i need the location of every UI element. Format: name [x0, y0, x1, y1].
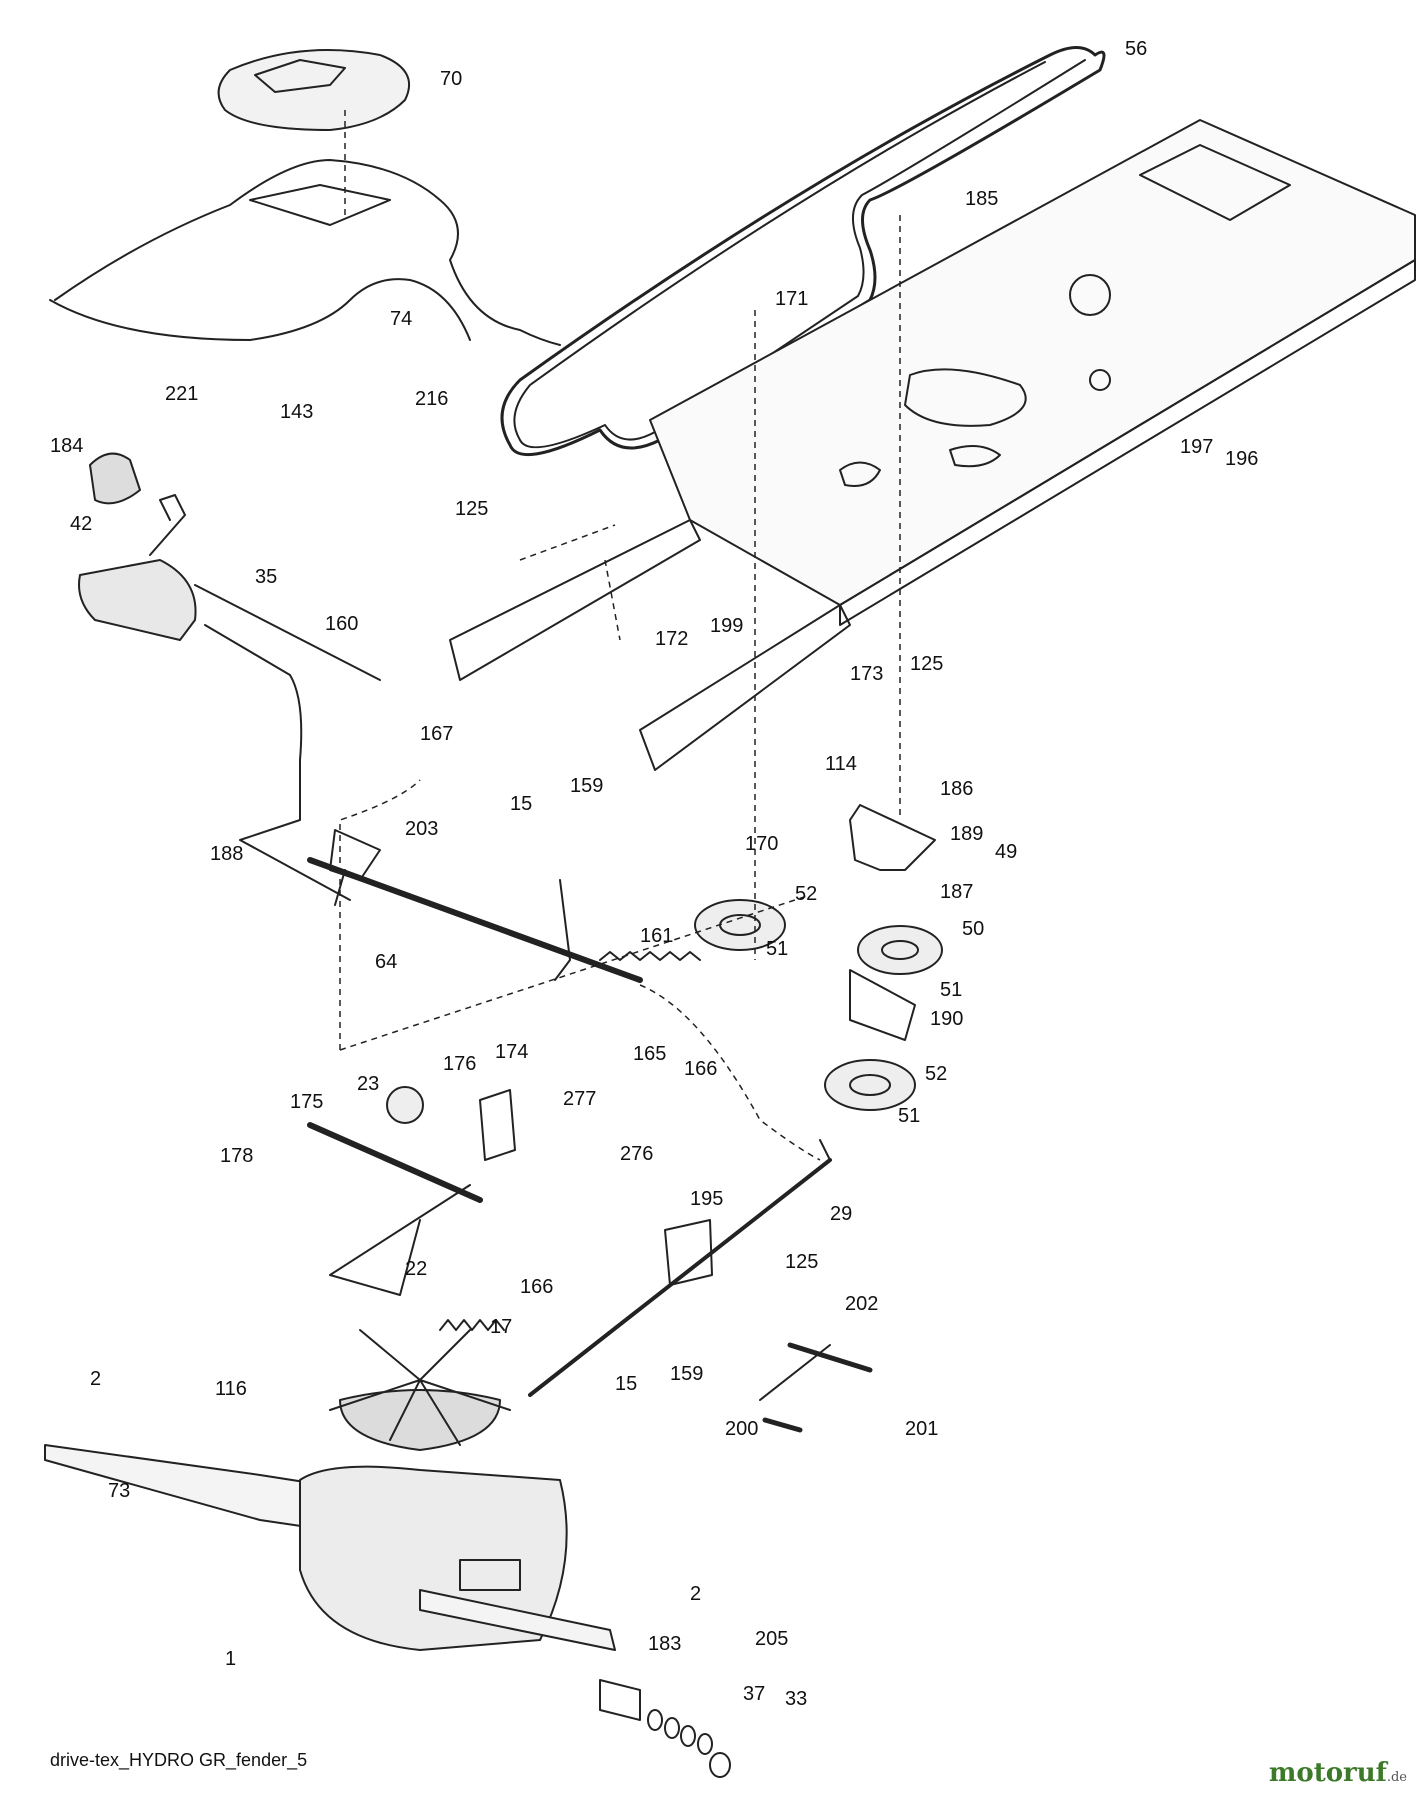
part-label-197: 197	[1180, 436, 1213, 458]
part-label-64: 64	[375, 951, 397, 973]
idler-pulley-50	[857, 925, 943, 975]
watermark-brand: motoruf	[1268, 1758, 1387, 1788]
watermark-tld: .de	[1386, 1770, 1407, 1785]
part-label-125c: 125	[785, 1251, 818, 1273]
part-label-196: 196	[1225, 448, 1258, 470]
part-label-176: 176	[443, 1053, 476, 1075]
part-label-116: 116	[215, 1378, 247, 1400]
bracket-195	[664, 1219, 713, 1286]
part-label-73: 73	[108, 1480, 130, 1502]
part-label-51a: 51	[766, 938, 788, 960]
part-label-70: 70	[440, 68, 462, 90]
part-label-183: 183	[648, 1633, 681, 1655]
part-label-160: 160	[325, 613, 358, 635]
part-label-189: 189	[950, 823, 983, 845]
idler-bracket	[849, 804, 936, 1041]
part-label-277: 277	[563, 1088, 596, 1110]
part-label-42: 42	[70, 513, 92, 535]
part-label-202: 202	[845, 1293, 878, 1315]
part-label-50: 50	[962, 918, 984, 940]
part-label-187: 187	[940, 881, 973, 903]
part-label-200: 200	[725, 1418, 758, 1440]
brake-pedal	[78, 452, 381, 901]
part-label-22: 22	[405, 1258, 427, 1280]
part-label-74: 74	[390, 308, 412, 330]
spring-161	[599, 951, 701, 961]
part-label-188: 188	[210, 843, 243, 865]
part-label-143: 143	[280, 401, 313, 423]
transaxle	[44, 1329, 641, 1721]
main-frame	[449, 119, 1416, 771]
part-label-15b: 15	[615, 1373, 637, 1395]
part-label-205: 205	[755, 1628, 788, 1650]
cross-shaft	[307, 829, 643, 983]
bolts-201	[759, 1342, 873, 1433]
part-label-221: 221	[165, 383, 198, 405]
part-label-125a: 125	[455, 498, 488, 520]
ball-knob-23	[386, 1086, 424, 1124]
part-label-125b: 125	[910, 653, 943, 675]
part-label-203: 203	[405, 818, 438, 840]
part-label-159b: 159	[670, 1363, 703, 1385]
part-label-29: 29	[830, 1203, 852, 1225]
part-label-49: 49	[995, 841, 1017, 863]
spring-17	[439, 1319, 505, 1331]
part-label-2b: 2	[690, 1583, 701, 1605]
part-label-199: 199	[710, 615, 743, 637]
washers-205	[647, 1709, 731, 1778]
part-label-35: 35	[255, 566, 277, 588]
part-label-166b: 166	[520, 1276, 553, 1298]
part-label-185: 185	[965, 188, 998, 210]
fender-cover	[49, 49, 561, 346]
bracket-176	[479, 1089, 516, 1161]
part-label-172: 172	[655, 628, 688, 650]
part-label-114: 114	[825, 753, 857, 775]
part-label-52b: 52	[925, 1063, 947, 1085]
part-label-184: 184	[50, 435, 83, 457]
part-label-174: 174	[495, 1041, 528, 1063]
watermark-logo: motoruf.de	[1269, 1758, 1407, 1788]
lever-22	[329, 1184, 471, 1296]
part-label-52a: 52	[795, 883, 817, 905]
part-label-51c: 51	[898, 1105, 920, 1127]
drive-belt	[500, 46, 1106, 457]
part-label-171: 171	[775, 288, 808, 310]
part-label-15a: 15	[510, 793, 532, 815]
part-label-161: 161	[640, 925, 673, 947]
part-label-173: 173	[850, 663, 883, 685]
part-label-159a: 159	[570, 775, 603, 797]
part-label-1: 1	[225, 1648, 236, 1670]
part-label-276: 276	[620, 1143, 653, 1165]
part-label-2a: 2	[90, 1368, 101, 1390]
part-label-175: 175	[290, 1091, 323, 1113]
part-label-178: 178	[220, 1145, 253, 1167]
part-label-165: 165	[633, 1043, 666, 1065]
part-label-186: 186	[940, 778, 973, 800]
part-label-201: 201	[905, 1418, 938, 1440]
control-rod-29	[528, 1139, 832, 1397]
part-label-216: 216	[415, 388, 448, 410]
diagram-caption: drive-tex_HYDRO GR_fender_5	[50, 1750, 308, 1770]
assembly-lines	[339, 110, 901, 1161]
part-label-33: 33	[785, 1688, 807, 1710]
idler-pulley-52-upper	[694, 899, 786, 951]
part-label-56: 56	[1125, 38, 1147, 60]
part-label-190: 190	[930, 1008, 963, 1030]
rod-175	[307, 1122, 483, 1203]
part-label-23: 23	[357, 1073, 379, 1095]
part-label-195: 195	[690, 1188, 723, 1210]
part-label-170: 170	[745, 833, 778, 855]
idler-pulley-52-lower	[824, 1059, 916, 1111]
part-label-51b: 51	[940, 979, 962, 1001]
part-label-166a: 166	[684, 1058, 717, 1080]
part-label-37: 37	[743, 1683, 765, 1705]
part-label-167: 167	[420, 723, 453, 745]
part-label-17: 17	[490, 1316, 512, 1338]
